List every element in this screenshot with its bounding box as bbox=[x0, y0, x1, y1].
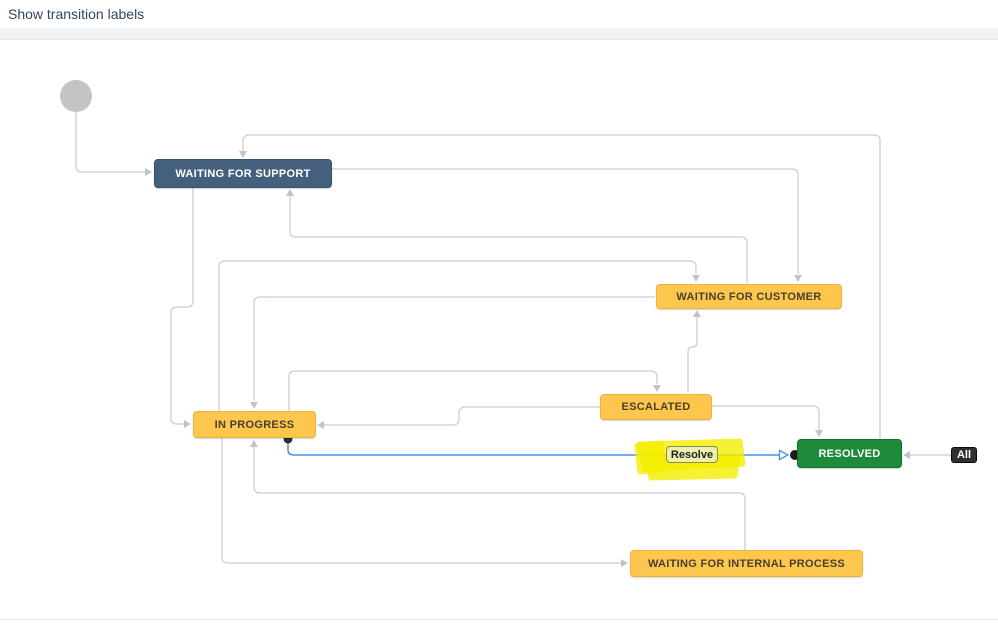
highlight-marker bbox=[634, 440, 667, 475]
arrowhead bbox=[903, 451, 910, 459]
initial-status-node[interactable] bbox=[60, 80, 92, 112]
arrowhead bbox=[250, 402, 258, 409]
status-resolved[interactable]: RESOLVED bbox=[797, 439, 902, 468]
header-bar: Show transition labels bbox=[0, 0, 998, 28]
arrowhead bbox=[621, 559, 628, 567]
open-arrowhead bbox=[778, 449, 790, 461]
status-in-progress[interactable]: IN PROGRESS bbox=[193, 411, 316, 438]
show-transition-labels-toggle[interactable]: Show transition labels bbox=[8, 6, 145, 22]
arrowhead bbox=[286, 189, 294, 196]
workflow-canvas[interactable] bbox=[0, 41, 998, 620]
edge-in-progress-to-waiting-for-customer[interactable] bbox=[218, 260, 697, 411]
arrowhead bbox=[145, 168, 152, 176]
status-waiting-for-internal-process[interactable]: WAITING FOR INTERNAL PROCESS bbox=[630, 550, 863, 577]
edge-waiting-for-customer-to-in-progress[interactable] bbox=[253, 296, 655, 401]
edge-waiting-for-internal-process-to-in-progress[interactable] bbox=[253, 447, 746, 550]
header-divider bbox=[0, 28, 998, 40]
edge-waiting-for-support-to-waiting-for-customer[interactable] bbox=[332, 168, 799, 274]
arrowhead bbox=[692, 275, 700, 282]
status-waiting-for-customer[interactable]: WAITING FOR CUSTOMER bbox=[656, 284, 842, 309]
arrowhead bbox=[239, 151, 247, 158]
edge-start-to-waiting-for-support[interactable] bbox=[75, 112, 145, 173]
transition-label-resolve[interactable]: Resolve bbox=[666, 446, 718, 463]
arrowhead bbox=[653, 385, 661, 392]
edge-waiting-for-customer-to-waiting-for-support[interactable] bbox=[289, 196, 748, 283]
edge-escalated-to-resolved[interactable] bbox=[712, 405, 820, 430]
arrowhead bbox=[250, 440, 258, 447]
arrowhead bbox=[317, 421, 324, 429]
arrowhead bbox=[794, 275, 802, 282]
global-transition-label-all[interactable]: All bbox=[951, 447, 977, 463]
edge-resolved-to-waiting-for-support[interactable] bbox=[242, 134, 881, 438]
edge-in-progress-to-waiting-for-internal-process[interactable] bbox=[221, 438, 621, 564]
edge-in-progress-to-resolved[interactable] bbox=[287, 441, 779, 456]
arrowhead bbox=[693, 310, 701, 317]
arrowhead bbox=[184, 420, 191, 428]
status-escalated[interactable]: ESCALATED bbox=[600, 394, 712, 420]
edge-escalated-to-in-progress[interactable] bbox=[324, 406, 600, 426]
edge-escalated-to-waiting-for-customer[interactable] bbox=[687, 316, 698, 393]
edge-waiting-for-support-to-in-progress[interactable] bbox=[170, 188, 194, 425]
edge-in-progress-to-escalated[interactable] bbox=[288, 370, 658, 411]
status-waiting-for-support[interactable]: WAITING FOR SUPPORT bbox=[154, 159, 332, 188]
arrowhead bbox=[815, 430, 823, 437]
